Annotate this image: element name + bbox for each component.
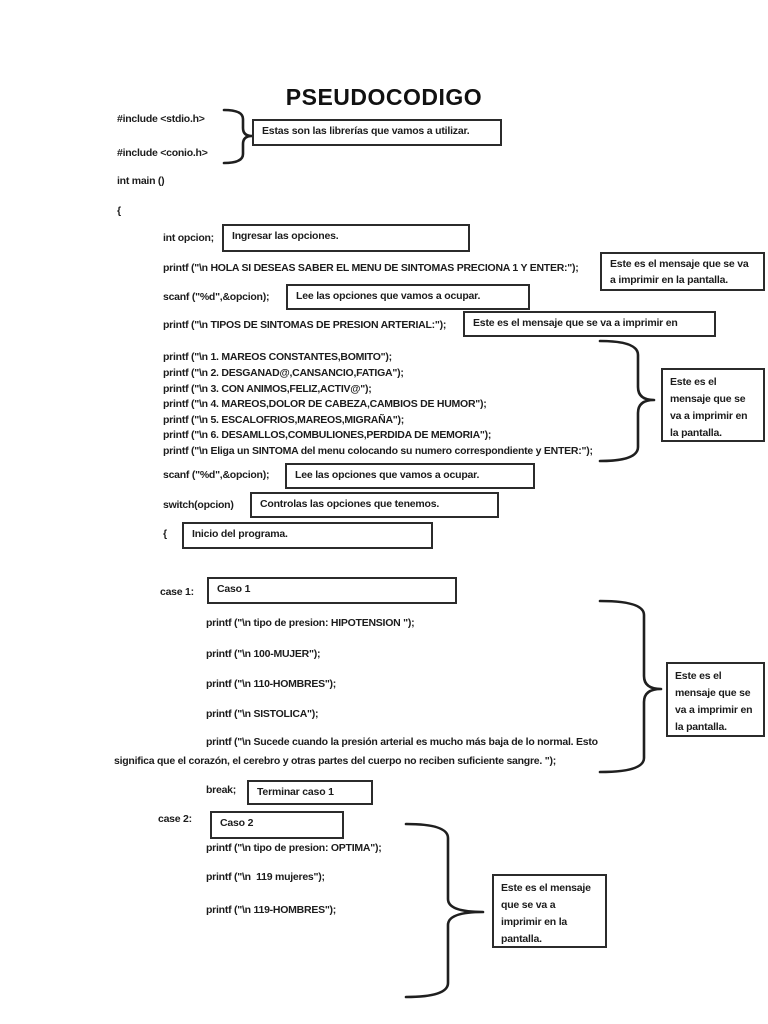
code-line: printf ("\n Eliga un SINTOMA del menu co… bbox=[163, 445, 593, 457]
annotation-box: Controlas las opciones que tenemos. bbox=[250, 492, 499, 518]
code-line: printf ("\n Sucede cuando la presión art… bbox=[206, 736, 598, 748]
code-line: significa que el corazón, el cerebro y o… bbox=[114, 755, 556, 767]
code-line: printf ("\n 5. ESCALOFRIOS,MAREOS,MIGRAÑ… bbox=[163, 414, 405, 426]
annotation-box: Este es el mensaje que se va a imprimir … bbox=[492, 874, 607, 948]
code-line: scanf ("%d",&opcion); bbox=[163, 291, 270, 303]
annotation-box: Este es el mensaje que se va a imprimir … bbox=[463, 311, 716, 337]
code-line: printf ("\n 110-HOMBRES"); bbox=[206, 678, 337, 690]
annotation-box: Inicio del programa. bbox=[182, 522, 433, 549]
annotation-box: Terminar caso 1 bbox=[247, 780, 373, 805]
code-line: printf ("\n 3. CON ANIMOS,FELIZ,ACTIV@")… bbox=[163, 383, 372, 395]
annotation-box: Estas son las librerías que vamos a util… bbox=[252, 119, 502, 146]
brace-case2-printf-icon bbox=[404, 822, 485, 999]
code-line: printf ("\n 119-HOMBRES"); bbox=[206, 904, 337, 916]
code-line: printf ("\n 1. MAREOS CONSTANTES,BOMITO"… bbox=[163, 351, 392, 363]
code-line: case 2: bbox=[158, 813, 192, 825]
code-line: printf ("\n 2. DESGANAD@,CANSANCIO,FATIG… bbox=[163, 367, 404, 379]
page-title: PSEUDOCODIGO bbox=[285, 84, 483, 110]
annotation-box: Este es el mensaje que se va a imprimir … bbox=[661, 368, 765, 442]
code-line: printf ("\n tipo de presion: OPTIMA"); bbox=[206, 842, 382, 854]
code-line: printf ("\n 119 mujeres"); bbox=[206, 871, 325, 883]
code-line: { bbox=[163, 528, 167, 540]
code-line: #include <conio.h> bbox=[117, 147, 208, 159]
code-line: break; bbox=[206, 784, 237, 796]
code-line: { bbox=[117, 205, 121, 217]
brace-case1-printf-icon bbox=[598, 599, 663, 774]
code-line: printf ("\n 100-MUJER"); bbox=[206, 648, 321, 660]
annotation-box: Ingresar las opciones. bbox=[222, 224, 470, 252]
code-line: printf ("\n HOLA SI DESEAS SABER EL MENU… bbox=[163, 262, 579, 274]
code-line: #include <stdio.h> bbox=[117, 113, 205, 125]
code-line: int opcion; bbox=[163, 232, 214, 244]
code-line: printf ("\n TIPOS DE SINTOMAS DE PRESION… bbox=[163, 319, 447, 331]
code-line: printf ("\n tipo de presion: HIPOTENSION… bbox=[206, 617, 415, 629]
annotation-box: Este es el mensaje que se va a imprimir … bbox=[666, 662, 765, 737]
code-line: scanf ("%d",&opcion); bbox=[163, 469, 270, 481]
code-line: int main () bbox=[117, 175, 165, 187]
code-line: printf ("\n 6. DESAMLLOS,COMBULIONES,PER… bbox=[163, 429, 492, 441]
code-line: switch(opcion) bbox=[163, 499, 234, 511]
code-line: case 1: bbox=[160, 586, 194, 598]
annotation-box: Caso 1 bbox=[207, 577, 457, 604]
annotation-box: Lee las opciones que vamos a ocupar. bbox=[286, 284, 530, 310]
code-line: printf ("\n SISTOLICA"); bbox=[206, 708, 319, 720]
annotation-box: Lee las opciones que vamos a ocupar. bbox=[285, 463, 535, 489]
brace-menu-printf-icon bbox=[598, 339, 656, 463]
code-line: printf ("\n 4. MAREOS,DOLOR DE CABEZA,CA… bbox=[163, 398, 487, 410]
annotation-box: Este es el mensaje que se va a imprimir … bbox=[600, 252, 765, 291]
annotation-box: Caso 2 bbox=[210, 811, 344, 839]
brace-includes-icon bbox=[222, 108, 254, 165]
